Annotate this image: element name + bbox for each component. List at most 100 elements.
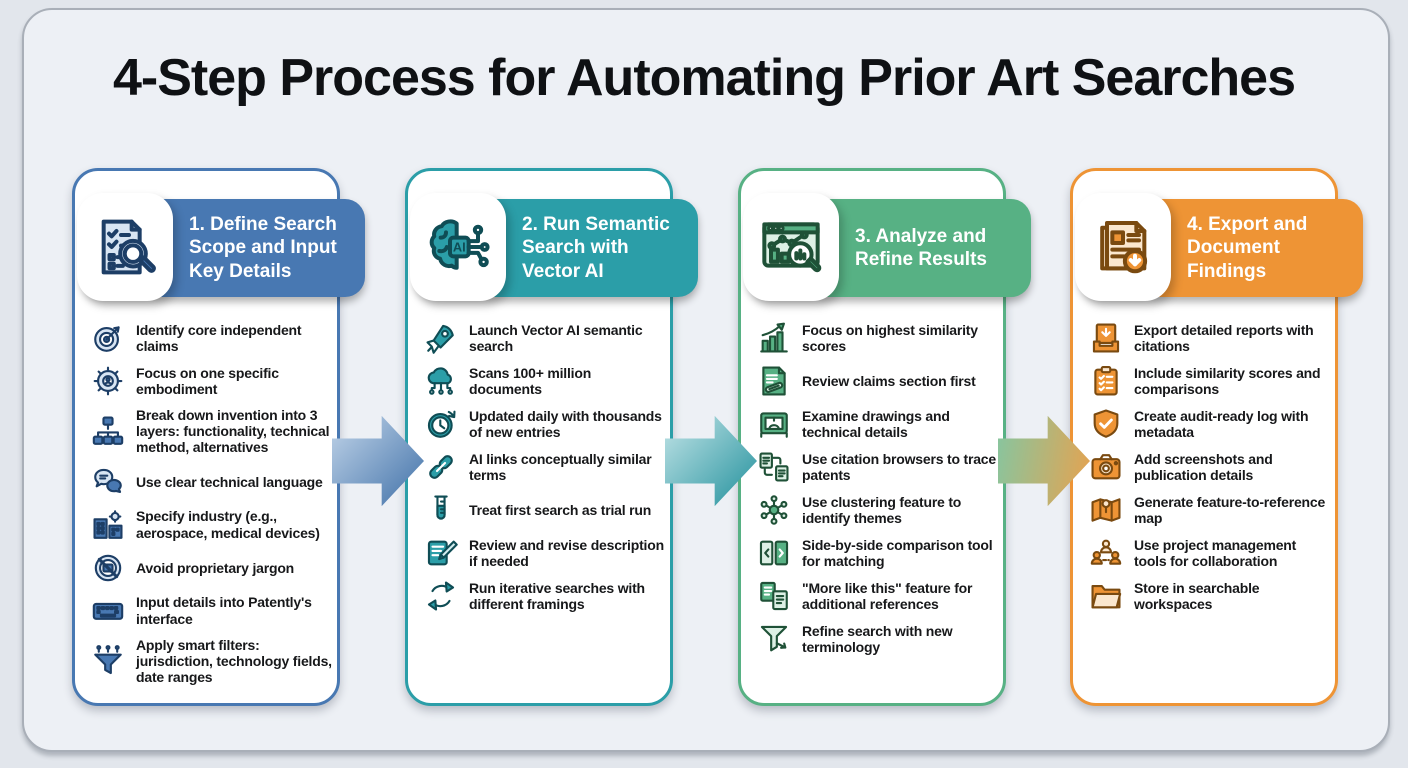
chart-growth-icon bbox=[757, 321, 791, 355]
svg-text:AI: AI bbox=[453, 239, 466, 254]
team-icon bbox=[1089, 536, 1123, 570]
item-text: Apply smart filters: jurisdiction, techn… bbox=[136, 636, 332, 686]
list-item: Focus on highest similarity scores bbox=[757, 321, 999, 355]
list-item: Use citation browsers to trace patents bbox=[757, 450, 999, 484]
list-item: Input details into Patently's interface bbox=[91, 594, 333, 628]
ai-brain-icon: AI bbox=[426, 215, 490, 279]
list-item: Scans 100+ million documents bbox=[424, 364, 666, 398]
item-text: Use clear technical language bbox=[136, 473, 323, 490]
step-4-card: 4. Export and Document Findings Export d… bbox=[1070, 168, 1363, 706]
item-text: Create audit-ready log with metadata bbox=[1134, 407, 1309, 440]
smart-filter-icon bbox=[91, 644, 125, 678]
compare-panels-icon bbox=[757, 536, 791, 570]
infographic-title: 4-Step Process for Automating Prior Art … bbox=[112, 49, 1296, 107]
list-item: Include similarity scores and comparison… bbox=[1089, 364, 1331, 398]
list-item: Generate feature-to-reference map bbox=[1089, 493, 1331, 527]
item-text: AI links conceptually similar terms bbox=[469, 450, 652, 483]
item-text: Specify industry (e.g., aerospace, medic… bbox=[136, 508, 320, 541]
more-docs-icon bbox=[757, 579, 791, 613]
step-3-card: 3. Analyze and Refine Results Focus on h… bbox=[738, 168, 1031, 706]
folder-icon bbox=[1089, 579, 1123, 613]
item-text: Focus on highest similarity scores bbox=[802, 321, 978, 354]
export-report-icon bbox=[1089, 321, 1123, 355]
camera-icon bbox=[1089, 450, 1123, 484]
iterate-arrows-icon bbox=[424, 579, 458, 613]
step-4-title: 4. Export and Document Findings bbox=[1187, 214, 1308, 282]
item-text: Side-by-side comparison tool for matchin… bbox=[802, 536, 993, 569]
list-item: Side-by-side comparison tool for matchin… bbox=[757, 536, 999, 570]
item-text: Launch Vector AI semantic search bbox=[469, 321, 643, 354]
no-sign-icon bbox=[91, 551, 125, 585]
checklist-search-icon bbox=[93, 215, 157, 279]
item-text: Identify core independent claims bbox=[136, 321, 302, 354]
gear-user-icon bbox=[91, 364, 125, 398]
list-item: Run iterative searches with different fr… bbox=[424, 579, 666, 613]
item-text: Export detailed reports with citations bbox=[1134, 321, 1314, 354]
list-item: Updated daily with thousands of new entr… bbox=[424, 407, 666, 441]
list-item: Use project management tools for collabo… bbox=[1089, 536, 1331, 570]
list-item: Review and revise description if needed bbox=[424, 536, 666, 570]
item-text: Examine drawings and technical details bbox=[802, 407, 950, 440]
clipboard-scores-icon bbox=[1089, 364, 1123, 398]
list-item: Review claims section first bbox=[757, 364, 999, 398]
list-item: Add screenshots and publication details bbox=[1089, 450, 1331, 484]
list-item: Identify core independent claims bbox=[91, 321, 333, 355]
test-tube-icon bbox=[424, 493, 458, 527]
step-2-card: 2. Run Semantic Search with Vector AI AI… bbox=[405, 168, 698, 706]
list-item: Avoid proprietary jargon bbox=[91, 551, 333, 585]
industry-buildings-icon bbox=[91, 508, 125, 542]
claims-doc-icon bbox=[757, 364, 791, 398]
item-text: Avoid proprietary jargon bbox=[136, 559, 295, 576]
step-3-title: 3. Analyze and Refine Results bbox=[855, 225, 987, 270]
item-text: Use clustering feature to identify theme… bbox=[802, 493, 962, 526]
item-text: Store in searchable workspaces bbox=[1134, 579, 1260, 612]
list-item: Store in searchable workspaces bbox=[1089, 579, 1331, 613]
clock-update-icon bbox=[424, 407, 458, 441]
citation-links-icon bbox=[757, 450, 791, 484]
item-text: Run iterative searches with different fr… bbox=[469, 579, 645, 612]
list-item: Apply smart filters: jurisdiction, techn… bbox=[91, 637, 333, 686]
item-text: Treat first search as trial run bbox=[469, 501, 652, 518]
item-text: "More like this" feature for additional … bbox=[802, 579, 973, 612]
item-text: Break down invention into 3 layers: func… bbox=[136, 407, 330, 456]
item-text: Updated daily with thousands of new entr… bbox=[469, 407, 662, 440]
rocket-icon bbox=[424, 321, 458, 355]
list-item: Treat first search as trial run bbox=[424, 493, 666, 527]
item-text: Review claims section first bbox=[802, 372, 976, 389]
list-item: Create audit-ready log with metadata bbox=[1089, 407, 1331, 441]
step-2-title: 2. Run Semantic Search with Vector AI bbox=[522, 214, 670, 282]
item-text: Refine search with new terminology bbox=[802, 622, 953, 655]
list-item: AI links conceptually similar terms bbox=[424, 450, 666, 484]
list-item: Use clustering feature to identify theme… bbox=[757, 493, 999, 527]
map-icon bbox=[1089, 493, 1123, 527]
blueprint-icon bbox=[757, 407, 791, 441]
target-icon bbox=[91, 321, 125, 355]
keyboard-icon bbox=[91, 594, 125, 628]
item-text: Focus on one specific embodiment bbox=[136, 364, 279, 397]
chat-bubbles-icon bbox=[91, 465, 125, 499]
item-text: Generate feature-to-reference map bbox=[1134, 493, 1326, 526]
step-1-title: 1. Define Search Scope and Input Key Det… bbox=[189, 214, 337, 282]
edit-note-icon bbox=[424, 536, 458, 570]
list-item: Focus on one specific embodiment bbox=[91, 364, 333, 398]
cloud-network-icon bbox=[424, 364, 458, 398]
item-text: Review and revise description if needed bbox=[469, 536, 664, 569]
item-text: Include similarity scores and comparison… bbox=[1134, 364, 1321, 397]
link-icon bbox=[424, 450, 458, 484]
hierarchy-icon bbox=[91, 414, 125, 448]
analytics-search-icon bbox=[759, 215, 823, 279]
refine-funnel-icon bbox=[757, 622, 791, 656]
list-item: Specify industry (e.g., aerospace, medic… bbox=[91, 508, 333, 542]
step-2-icon-tile: AI bbox=[410, 193, 506, 301]
step-4-icon-tile bbox=[1075, 193, 1171, 301]
shield-audit-icon bbox=[1089, 407, 1123, 441]
step-1-card: 1. Define Search Scope and Input Key Det… bbox=[72, 168, 365, 706]
item-text: Scans 100+ million documents bbox=[469, 364, 592, 397]
cluster-icon bbox=[757, 493, 791, 527]
document-download-icon bbox=[1091, 215, 1155, 279]
step-1-icon-tile bbox=[77, 193, 173, 301]
list-item: Use clear technical language bbox=[91, 465, 333, 499]
item-text: Add screenshots and publication details bbox=[1134, 450, 1273, 483]
